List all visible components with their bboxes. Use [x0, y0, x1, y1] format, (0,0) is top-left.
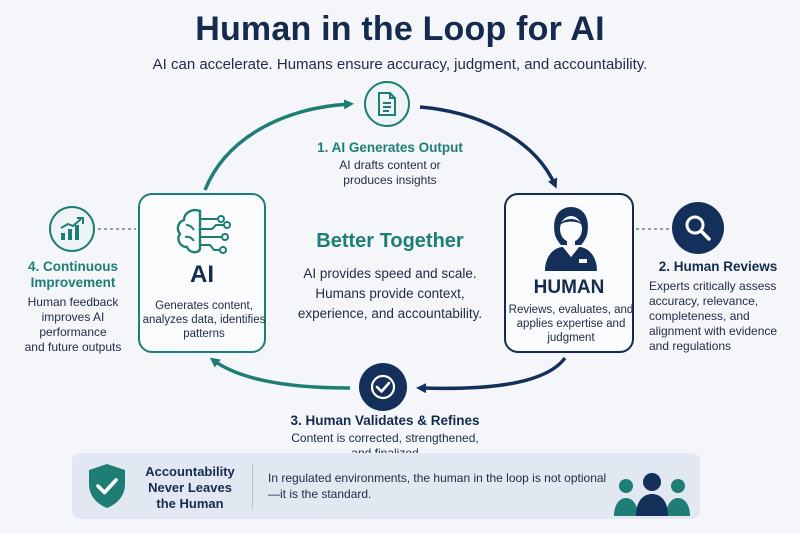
accountability-banner: Accountability Never Leaves the Human In… [72, 453, 700, 519]
banner-title-line3: the Human [156, 496, 224, 511]
magnifier-icon [672, 202, 724, 254]
step-4-title-line1: 4. Continuous [28, 259, 118, 274]
document-icon [364, 81, 410, 127]
better-together-desc: AI provides speed and scale. Humans prov… [282, 264, 498, 324]
ai-label: AI [190, 261, 214, 288]
better-together-line2: Humans provide context, [315, 286, 465, 301]
ai-desc: Generates content, analyzes data, identi… [142, 300, 266, 340]
step-4-desc-line4: and future outputs [24, 340, 122, 354]
step-2-desc-line5: and regulations [649, 339, 732, 353]
step-2-desc-line2: accuracy, relevance, [649, 294, 759, 308]
arrow-validate-to-ai [209, 357, 351, 390]
team-icon [612, 470, 692, 523]
page-title: Human in the Loop for AI [195, 10, 605, 48]
person-icon [541, 205, 601, 276]
step-1-desc-line1: AI drafts content or [339, 158, 441, 172]
page-subtitle: AI can accelerate. Humans ensure accurac… [152, 56, 648, 73]
better-together-line1: AI provides speed and scale. [303, 266, 477, 281]
step-4-desc-line1: Human feedback [27, 295, 119, 309]
checkmark-icon [359, 363, 407, 411]
step-1-desc-line2: produces insights [343, 173, 437, 187]
step-4-desc-line2: improves AI [41, 310, 105, 324]
arrow-generate-to-human [419, 105, 558, 189]
step-4-title-line2: Improvement [30, 275, 116, 290]
step-3-desc-line1: Content is corrected, strengthened, [291, 431, 479, 445]
step-3-title: 3. Human Validates & Refines [290, 413, 480, 428]
banner-text: In regulated environments, the human in … [268, 471, 607, 501]
banner-title-line2: Never Leaves [148, 480, 232, 495]
growth-chart-icon [49, 206, 95, 252]
step-2-desc-line4: alignment with evidence [649, 324, 778, 338]
step-2-title: 2. Human Reviews [658, 259, 778, 274]
step-4-desc-line3: performance [39, 325, 107, 339]
step-2-desc-line3: completeness, and [649, 309, 750, 323]
better-together-title: Better Together [316, 230, 464, 252]
human-card: HUMAN Reviews, evaluates, and applies ex… [504, 193, 634, 353]
banner-title: Accountability Never Leaves the Human [140, 464, 240, 512]
brain-circuit-icon [172, 205, 236, 262]
shield-check-icon [86, 462, 128, 515]
better-together-line3: experience, and accountability. [297, 306, 483, 321]
arrow-ai-to-generate [203, 99, 354, 191]
human-desc: Reviews, evaluates, and applies expertis… [508, 304, 634, 344]
human-label: HUMAN [533, 277, 605, 298]
arrow-human-to-validate [416, 356, 567, 394]
banner-title-line1: Accountability [145, 464, 235, 479]
banner-divider [252, 463, 253, 509]
step-2-desc-line1: Experts critically assess [649, 279, 777, 293]
ai-card: AI Generates content, analyzes data, ide… [138, 193, 266, 353]
step-1-title: 1. AI Generates Output [317, 140, 463, 155]
